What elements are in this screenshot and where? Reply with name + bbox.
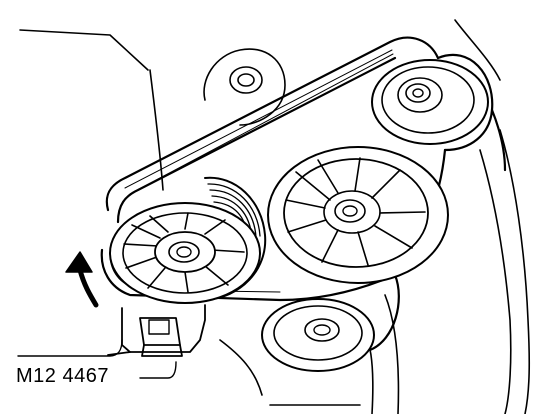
rotation-arrow: [65, 251, 99, 308]
drive-belt: [100, 36, 507, 352]
tensioner-bolt-bracket: [107, 304, 206, 357]
tensioner-pulley: [109, 176, 267, 304]
idler-pulley-upper-right: [371, 59, 489, 145]
pulley-spokes: [285, 157, 426, 266]
tensioner-spokes: [123, 212, 245, 293]
large-pulley-center: [267, 146, 449, 284]
lower-pulley: [261, 298, 375, 372]
label-leader: [17, 339, 177, 379]
figure-reference-code: M12 4467: [16, 365, 109, 387]
